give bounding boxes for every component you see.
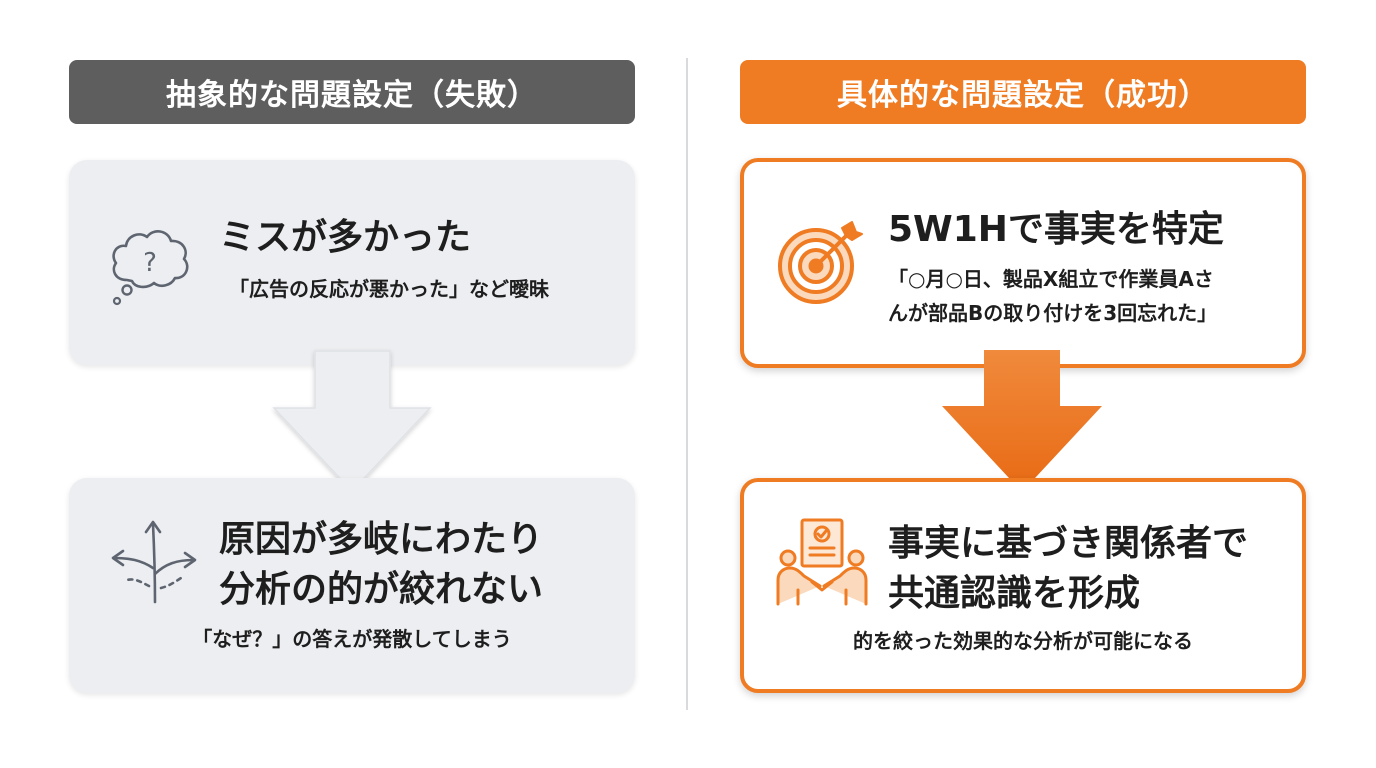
thought-bubble-question-icon: ? [112,230,189,306]
specific-problem-card: 5W1Hで事実を特定 「○月○日、製品X組立で作業員Aさ んが部品Bの取り付けを… [740,158,1306,368]
divergent-card-title-line1: 原因が多岐にわたり [219,519,544,560]
shared-understanding-card: 事実に基づき関係者で 共通認識を形成 的を絞った効果的な分析が可能になる [740,478,1306,693]
column-divider [686,58,688,710]
orange-down-arrow [942,350,1102,492]
gray-down-arrow [272,350,432,493]
divergent-card-subtitle: 「なぜ？」の答えが発散してしまう [192,627,512,651]
shared-card-title-line2: 共通認識を形成 [888,573,1141,614]
specific-card-title: 5W1Hで事実を特定 [888,209,1224,250]
specific-card-subtitle-line1: 「○月○日、製品X組立で作業員Aさ [888,267,1214,291]
shared-card-title-line1: 事実に基づき関係者で [888,523,1249,564]
agreement-handshake-icon [776,518,868,606]
abstract-problem-card: ? ミスが多かった 「広告の反応が悪かった」など曖昧 [69,160,635,365]
abstract-card-subtitle: 「広告の反応が悪かった」など曖昧 [229,277,549,301]
svg-text:?: ? [143,248,157,278]
specific-card-subtitle-line2: んが部品Bの取り付けを3回忘れた」 [888,301,1218,325]
left-column-header: 抽象的な問題設定（失敗） [69,60,635,124]
shared-card-subtitle: 的を絞った効果的な分析が可能になる [853,629,1193,653]
right-column-header: 具体的な問題設定（成功） [740,60,1306,124]
divergent-card-title-line2: 分析の的が絞れない [219,569,544,610]
abstract-card-title: ミスが多かった [219,217,472,258]
divergent-cause-card: 原因が多岐にわたり 分析の的が絞れない 「なぜ？」の答えが発散してしまう [69,478,635,693]
target-arrow-icon [778,221,863,304]
diverging-arrows-icon [111,520,197,604]
